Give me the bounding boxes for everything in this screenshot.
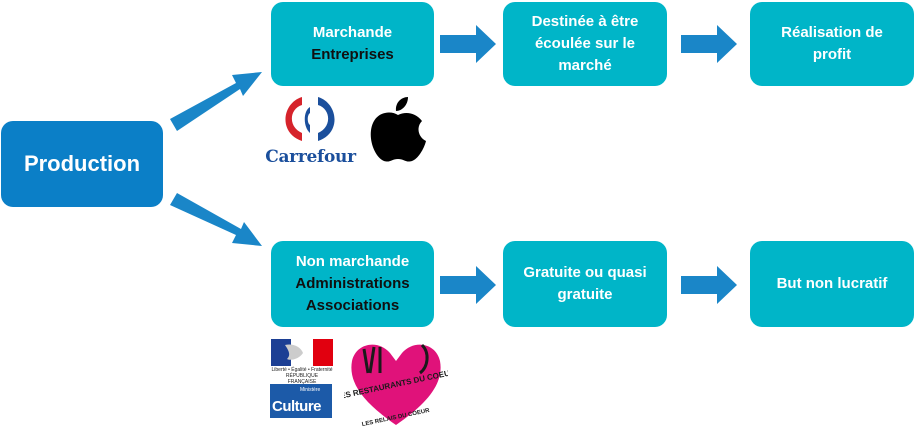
administrations-label: Administrations xyxy=(295,275,410,292)
destinee-box: Destinée à être écoulée sur le marché xyxy=(503,2,667,86)
arrow-top-1 xyxy=(440,25,496,63)
gratuite-label: Gratuite ou quasi gratuite xyxy=(523,264,647,303)
profit-box: Réalisation de profit xyxy=(750,2,914,86)
non-marchande-box: Non marchande Administrations Associatio… xyxy=(271,241,434,327)
associations-label: Associations xyxy=(305,297,400,314)
carrefour-logo-icon xyxy=(285,97,335,141)
marchande-label: Marchande xyxy=(312,24,393,41)
arrow-bottom-1 xyxy=(440,266,496,304)
destinee-label: Destinée à être écoulée sur le marché xyxy=(531,13,639,74)
lucratif-box: But non lucratif xyxy=(750,241,914,327)
marchande-box: Marchande Entreprises xyxy=(271,2,434,86)
entreprises-label: Entreprises xyxy=(311,46,394,63)
culture-logo: Ministère Culture xyxy=(270,384,332,418)
carrefour-wordmark: Carrefour xyxy=(265,147,356,167)
production-box: Production xyxy=(1,121,163,207)
production-label: Production xyxy=(23,151,141,176)
culture-ministere-text: Ministère xyxy=(300,387,321,393)
non-marchande-label: Non marchande xyxy=(295,253,410,270)
culture-text: Culture xyxy=(272,398,322,415)
arrow-to-non-marchande xyxy=(170,193,262,246)
arrow-top-2 xyxy=(681,25,737,63)
lucratif-label: But non lucratif xyxy=(776,275,888,292)
arrow-to-marchande xyxy=(170,72,262,131)
marianne-logo-icon xyxy=(271,339,333,366)
restos-du-coeur-logo-icon: LES RESTAURANTS DU COEUR LES RELAIS DU C… xyxy=(344,343,448,428)
apple-logo-icon xyxy=(370,97,426,162)
profit-label: Réalisation de profit xyxy=(781,24,883,63)
arrow-bottom-2 xyxy=(681,266,737,304)
republique-francaise-text: Liberté • Égalité • Fraternité RÉPUBLIQU… xyxy=(271,367,333,385)
gratuite-box: Gratuite ou quasi gratuite xyxy=(503,241,667,327)
